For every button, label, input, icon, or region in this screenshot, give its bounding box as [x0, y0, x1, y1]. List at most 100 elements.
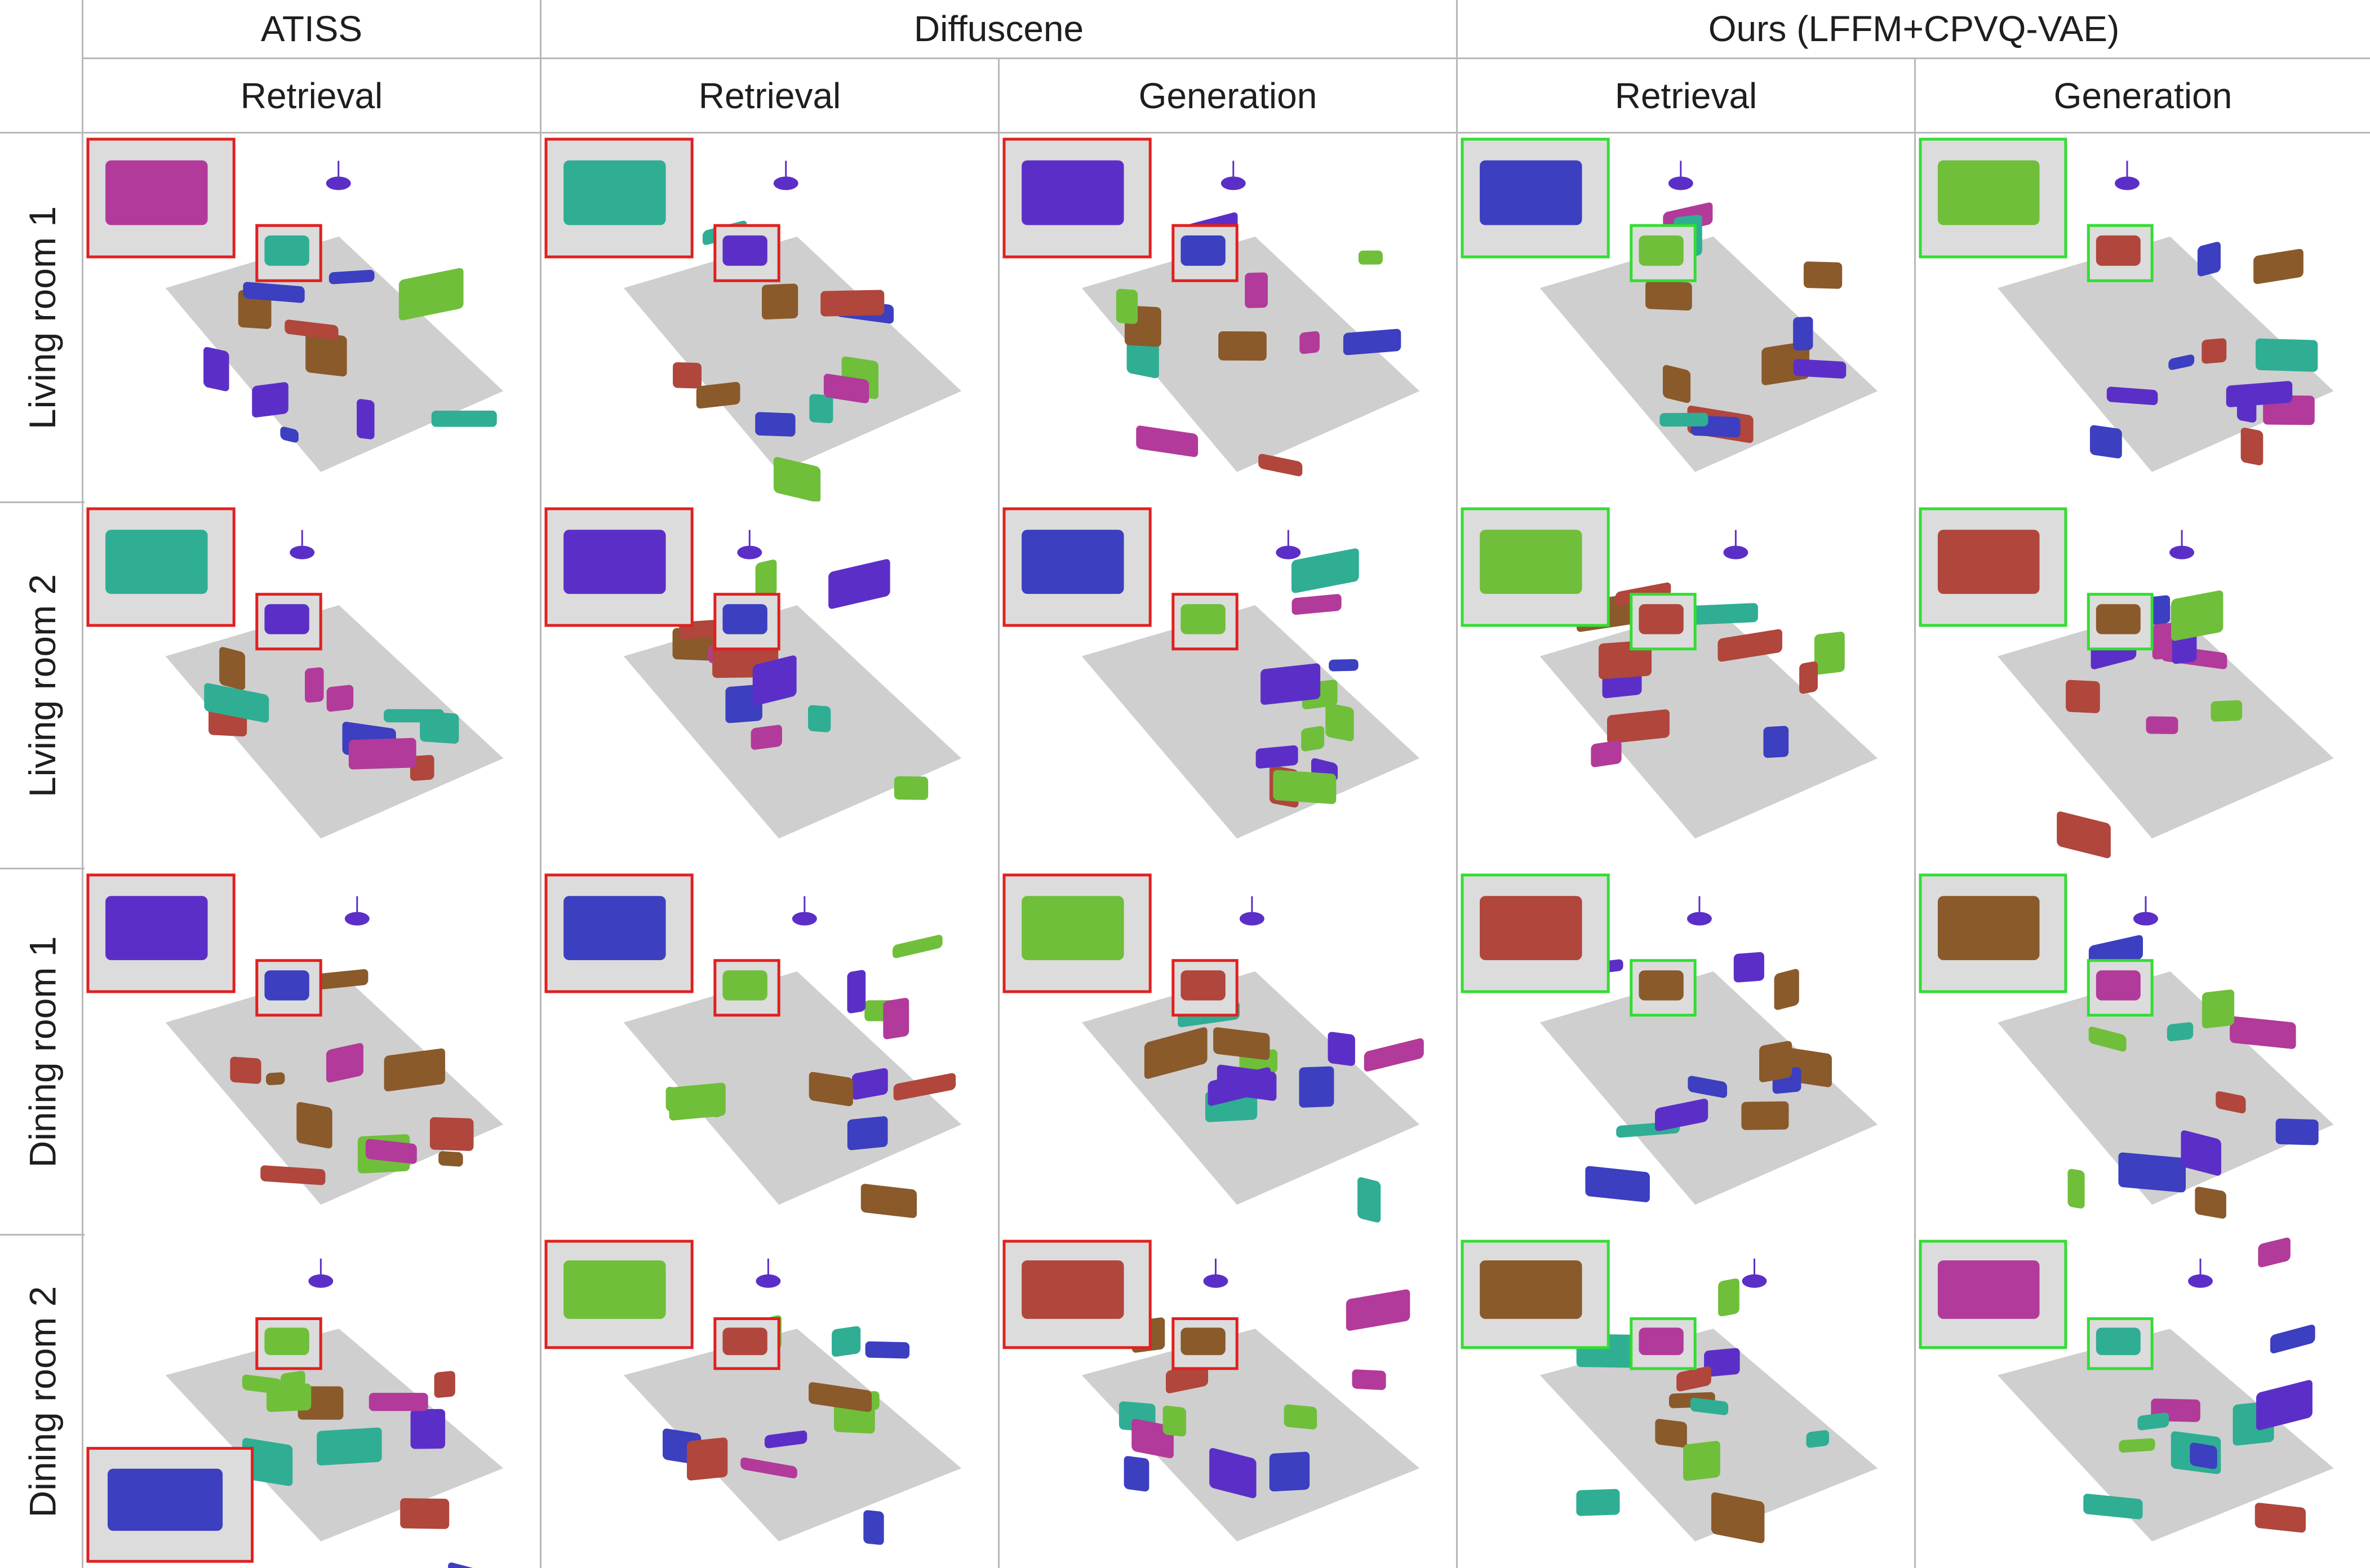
inset-frame [2087, 224, 2154, 282]
furniture-piece [1136, 425, 1199, 457]
inset-furniture [1180, 1327, 1226, 1356]
furniture-piece [2211, 700, 2243, 722]
inset-frame [1461, 1240, 1610, 1349]
zoom-inset [2087, 959, 2154, 1017]
zoom-inset [713, 959, 780, 1017]
inset-frame [544, 507, 694, 627]
zoom-inset [86, 1447, 254, 1563]
lamp-shade [2169, 545, 2195, 559]
mode-header-atiss-retrieval: Retrieval [240, 75, 383, 116]
zoom-inset [1461, 507, 1610, 627]
furniture-piece [809, 394, 833, 424]
inset-frame [1171, 224, 1239, 282]
furniture-piece [1763, 726, 1789, 758]
inset-frame [713, 593, 780, 651]
zoom-inset [1919, 137, 2067, 259]
inset-frame [713, 224, 780, 282]
inset-furniture [722, 235, 767, 266]
furniture-piece [773, 457, 821, 501]
lamp-shade [1686, 912, 1712, 926]
lamp-shade [1742, 1274, 1767, 1288]
zoom-inset [255, 593, 322, 651]
furniture-piece [828, 559, 890, 609]
header-divider-bottom [0, 132, 2370, 134]
furniture-piece [1585, 1166, 1650, 1202]
furniture-piece [1793, 359, 1847, 379]
inset-frame [544, 873, 694, 993]
row-divider-1 [0, 501, 85, 503]
furniture-piece [305, 332, 347, 377]
scene-dining-room-1-diffuscene-retrieval [542, 869, 998, 1234]
furniture-piece [1357, 1177, 1381, 1223]
furniture-piece [296, 1101, 332, 1149]
furniture-piece [434, 1371, 455, 1398]
zoom-inset [1171, 593, 1239, 651]
inset-frame [255, 224, 322, 282]
inset-furniture [1022, 1260, 1124, 1319]
zoom-inset [2087, 1317, 2154, 1370]
inset-furniture [1937, 160, 2040, 225]
furniture-piece [2057, 811, 2111, 859]
inset-frame [2087, 959, 2154, 1017]
furniture-piece [420, 711, 459, 744]
furniture-piece [1213, 1027, 1270, 1060]
inset-furniture [722, 970, 767, 1001]
furniture-piece [847, 1116, 888, 1151]
inset-furniture [2096, 604, 2141, 634]
column-divider-0 [82, 0, 83, 1568]
inset-furniture [264, 1327, 309, 1356]
furniture-piece [2254, 1503, 2306, 1533]
inset-furniture [722, 604, 767, 634]
row-label-dining-room-2: Dining room 2 [21, 1286, 64, 1518]
scene-living-room-2-atiss-retrieval [83, 503, 540, 868]
zoom-inset [255, 1317, 322, 1370]
inset-furniture [1022, 530, 1124, 594]
lamp-shade [773, 176, 798, 190]
inset-frame [255, 1317, 322, 1370]
zoom-inset [1171, 224, 1239, 282]
furniture-piece [329, 269, 375, 285]
furniture-piece [2137, 1412, 2169, 1431]
furniture-piece [1299, 331, 1320, 354]
scene-render [1461, 137, 1878, 472]
inset-frame [1002, 1240, 1152, 1349]
furniture-piece [2190, 1442, 2217, 1469]
column-divider-4 [1914, 57, 1916, 1568]
furniture-piece [326, 685, 354, 712]
scene-render [1002, 507, 1420, 839]
inset-furniture [563, 530, 666, 594]
furniture-piece [1793, 317, 1813, 351]
header-divider-top [82, 57, 2370, 59]
scene-dining-room-2-atiss-retrieval [83, 1236, 540, 1568]
inset-frame [1002, 507, 1152, 627]
furniture-piece [2197, 242, 2221, 277]
furniture-piece [2256, 1380, 2313, 1431]
furniture-piece [1741, 1101, 1789, 1130]
furniture-piece [1346, 1289, 1410, 1331]
inset-furniture [1022, 896, 1124, 961]
zoom-inset [2087, 224, 2154, 282]
scene-render [1919, 873, 2334, 1219]
furniture-piece [357, 399, 375, 439]
furniture-piece [2106, 387, 2158, 405]
furniture-piece [2083, 1494, 2143, 1520]
furniture-piece [203, 347, 229, 392]
zoom-inset [1630, 959, 1697, 1017]
furniture-piece [2118, 1152, 2186, 1193]
furniture-piece [893, 935, 943, 958]
furniture-piece [1358, 250, 1383, 265]
furniture-piece [1704, 1348, 1740, 1377]
scene-render [1002, 873, 1424, 1223]
lamp-shade [1723, 545, 1748, 559]
furniture-piece [265, 1072, 285, 1086]
furniture-piece [448, 1562, 478, 1568]
furniture-piece [865, 1341, 910, 1359]
lamp-shade [290, 545, 315, 559]
scene-render [544, 507, 962, 839]
mode-header-diffuscene-generation: Generation [1138, 75, 1317, 116]
furniture-piece [1799, 661, 1818, 694]
zoom-inset [86, 507, 236, 627]
furniture-piece [365, 1139, 417, 1164]
inset-furniture [1022, 160, 1124, 225]
furniture-piece [1343, 328, 1401, 356]
